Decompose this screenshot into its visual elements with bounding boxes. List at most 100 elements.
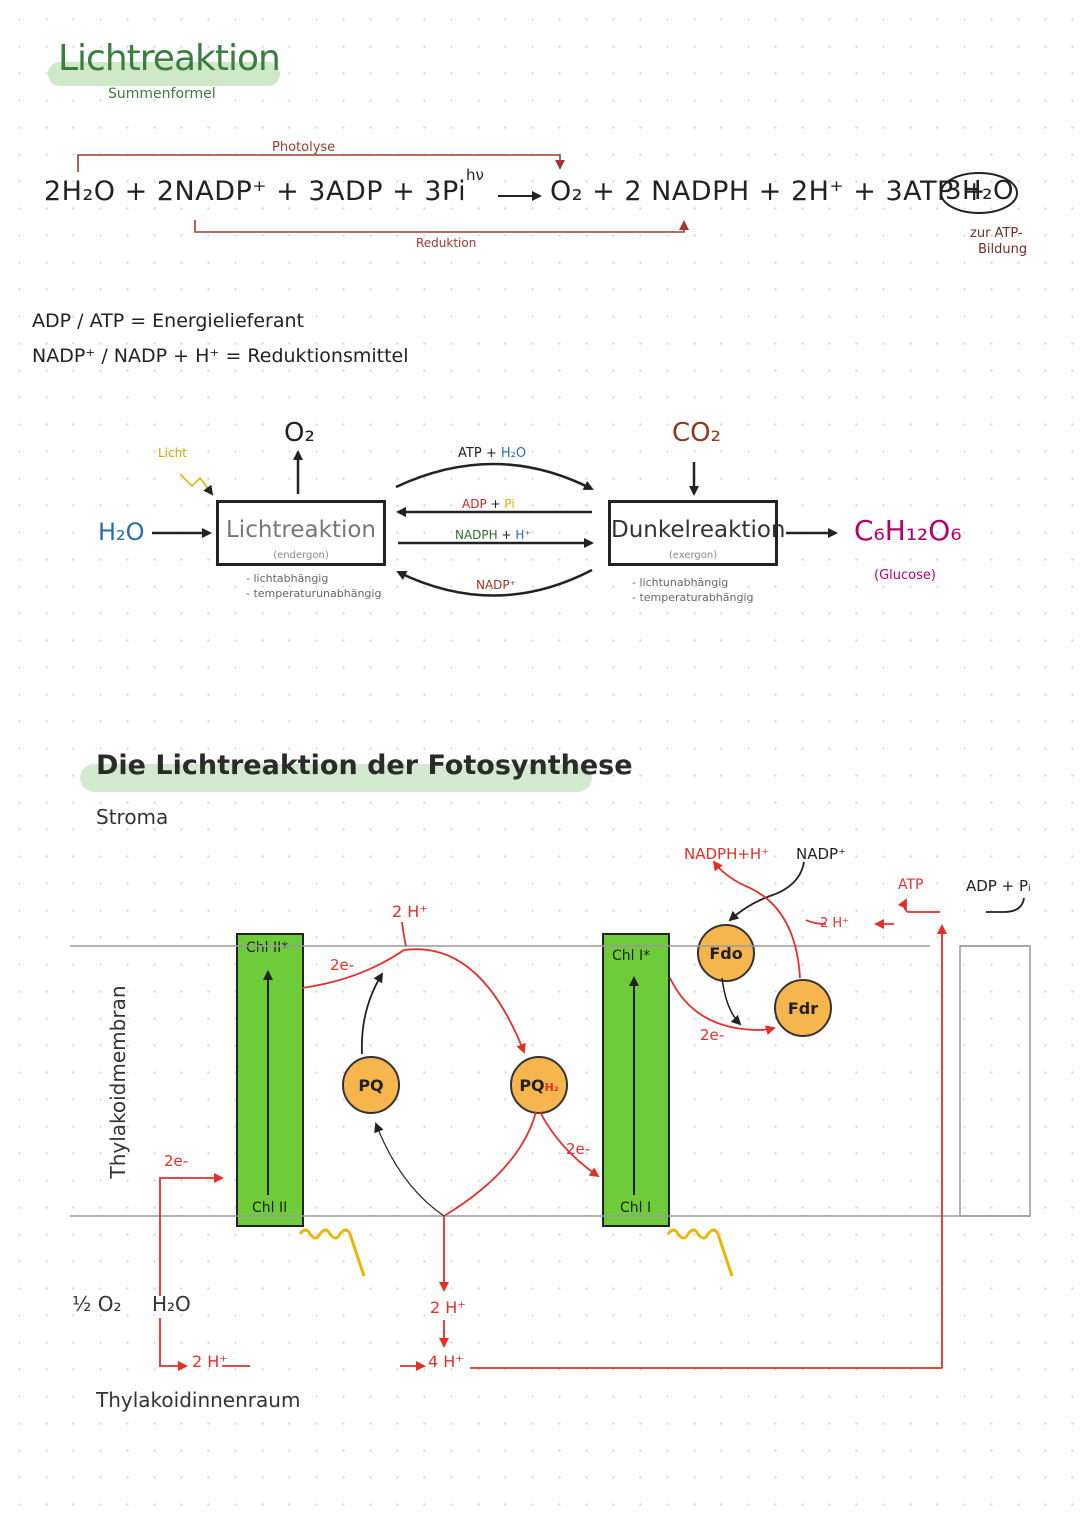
lichtreaktion-box: Lichtreaktion (endergon) xyxy=(216,500,386,566)
water-to-chl-ii-arrow xyxy=(159,1173,224,1296)
definition-atp: ADP / ATP = Energielieferant xyxy=(32,310,304,332)
lichtreaktion-box-sub: (endergon) xyxy=(273,550,329,561)
page-title: Lichtreaktion xyxy=(58,38,281,79)
nadp-text: NADP⁺ xyxy=(476,578,516,592)
water-circle xyxy=(940,172,1018,214)
pqh2-base: PQ xyxy=(519,1075,545,1095)
fdr-to-nadph-arrow xyxy=(712,860,801,979)
fdo-to-fdr-black xyxy=(721,977,742,1026)
plus-text-2: + xyxy=(490,497,501,511)
pi-text: Pi xyxy=(504,497,515,511)
fdr-carrier: Fdr xyxy=(774,979,832,1037)
chl-i-bottom: Chl I xyxy=(620,1200,652,1216)
glucose-label: (Glucose) xyxy=(874,568,936,583)
scheme-title-highlight xyxy=(80,764,592,792)
o2-label: O₂ xyxy=(284,418,315,448)
adp-substrate: ADP + Pᵢ xyxy=(966,877,1031,895)
nadp-to-fdo-arrow xyxy=(728,861,805,922)
lichtreaktion-box-title: Lichtreaktion xyxy=(225,517,377,543)
adp-text: ADP xyxy=(462,497,487,511)
atp-product: ATP xyxy=(898,877,924,893)
arrow-label-adp-row: ADP + Pi xyxy=(462,497,515,511)
light-note-2: - temperaturunabhängig xyxy=(246,587,382,600)
title-highlight xyxy=(48,62,280,86)
arc-top-arrow xyxy=(395,462,594,491)
dark-note-1: - lichtunabhängig xyxy=(632,576,729,589)
lumen-label: Thylakoidinnenraum xyxy=(96,1388,301,1412)
pq-label: PQ xyxy=(358,1075,384,1095)
electron-path-chlii-pqh2 xyxy=(301,948,526,1054)
proton-label-lumen-4: 4 H⁺ xyxy=(428,1352,464,1371)
dunkelreaktion-box-title: Dunkelreaktion xyxy=(611,517,786,543)
electron-label-2: 2e- xyxy=(700,1026,725,1044)
plus-text-3: + xyxy=(501,528,512,542)
co2-label: CO₂ xyxy=(672,418,722,448)
arrow-label-nadph-row: NADPH + H⁺ xyxy=(455,528,531,542)
atp-synthase-to-atp xyxy=(897,898,940,913)
h2o-label: H₂O xyxy=(98,518,145,546)
dunkelreaktion-box: Dunkelreaktion (exergon) xyxy=(608,500,786,566)
stroma-proton-consumption xyxy=(805,919,827,925)
scheme-title: Die Lichtreaktion der Fotosynthese xyxy=(96,750,633,781)
arc-bottom-arrow xyxy=(396,568,593,597)
chl-i-top: Chl I* xyxy=(612,948,651,964)
photolyse-label: Photolyse xyxy=(272,140,336,155)
pqh2-label: PQH₂ xyxy=(519,1076,558,1095)
water-to-protons-arrow xyxy=(159,1318,188,1371)
dunkelreaktion-box-sub: (exergon) xyxy=(668,550,718,561)
page-subtitle: Summenformel xyxy=(108,86,216,102)
pqh2-sub: H₂ xyxy=(544,1080,559,1094)
h2o-scheme-label: H₂O xyxy=(152,1292,191,1316)
chl-ii-bar xyxy=(236,933,304,1227)
pqh2-to-chl-i xyxy=(539,1111,600,1178)
proton-label-atp: 2 H⁺ xyxy=(820,916,850,931)
nadph-text: NADPH xyxy=(455,528,498,542)
equation-left: 2H₂O + 2NADP⁺ + 3ADP + 3Pi xyxy=(44,176,467,207)
electron-label-3: 2e- xyxy=(566,1140,591,1158)
electron-label-1: 2e- xyxy=(330,956,355,974)
atp-synthase-box xyxy=(959,945,1031,1217)
pq-to-top-arrow xyxy=(360,972,384,1055)
equation-right: O₂ + 2 NADPH + 2H⁺ + 3ATP + xyxy=(550,176,987,207)
pq-carrier: PQ xyxy=(342,1056,400,1114)
arrow-label-atp-row: ATP + H₂O xyxy=(458,446,526,461)
licht-label: Licht xyxy=(158,446,187,460)
glucose-formula: C₆H₁₂O₆ xyxy=(854,514,962,547)
definition-nadp: NADP⁺ / NADP + H⁺ = Reduktionsmittel xyxy=(32,345,409,367)
chl-i-to-fdr xyxy=(669,977,776,1036)
half-o2-label: ½ O₂ xyxy=(72,1292,122,1316)
chl-ii-top: Chl II* xyxy=(246,940,289,956)
hplus-text: H⁺ xyxy=(515,528,531,542)
fdr-label: Fdr xyxy=(787,998,819,1018)
proton-label-stroma: 2 H⁺ xyxy=(392,902,428,921)
proton-label-lumen-2: 2 H⁺ xyxy=(430,1298,466,1317)
reduktion-label: Reduktion xyxy=(416,236,477,250)
proton-uptake-stroma xyxy=(401,921,407,947)
pqh2-to-junction xyxy=(443,1111,537,1217)
atp-note-2: Bildung xyxy=(978,242,1028,257)
fdo-label: Fdo xyxy=(709,943,743,963)
photolyse-bracket xyxy=(77,154,565,172)
reduktion-bracket xyxy=(194,220,689,233)
nadph-product: NADPH+H⁺ xyxy=(684,845,770,863)
nadp-substrate: NADP⁺ xyxy=(796,845,846,863)
hv-label: hν xyxy=(466,166,484,184)
light-squiggle-1 xyxy=(298,1228,366,1277)
light-zigzag xyxy=(179,473,214,496)
light-note-1: - lichtabhängig xyxy=(246,572,329,585)
chl-ii-bottom: Chl II xyxy=(252,1200,288,1216)
proton-label-water: 2 H⁺ xyxy=(192,1352,228,1371)
electron-label-4: 2e- xyxy=(164,1152,189,1170)
fdo-carrier: Fdo xyxy=(697,924,755,982)
stroma-label: Stroma xyxy=(96,805,169,829)
atp-text: ATP xyxy=(458,446,482,461)
bottom-to-pq-arrow xyxy=(374,1122,445,1217)
dark-note-2: - temperaturabhängig xyxy=(632,591,754,604)
plus-text: + xyxy=(485,446,497,461)
equation-water: 3H₂O xyxy=(945,176,1014,206)
adp-hook xyxy=(986,897,1025,913)
pqh2-carrier: PQH₂ xyxy=(510,1056,568,1114)
light-squiggle-2 xyxy=(666,1228,734,1277)
atp-note-1: zur ATP- xyxy=(970,226,1023,241)
